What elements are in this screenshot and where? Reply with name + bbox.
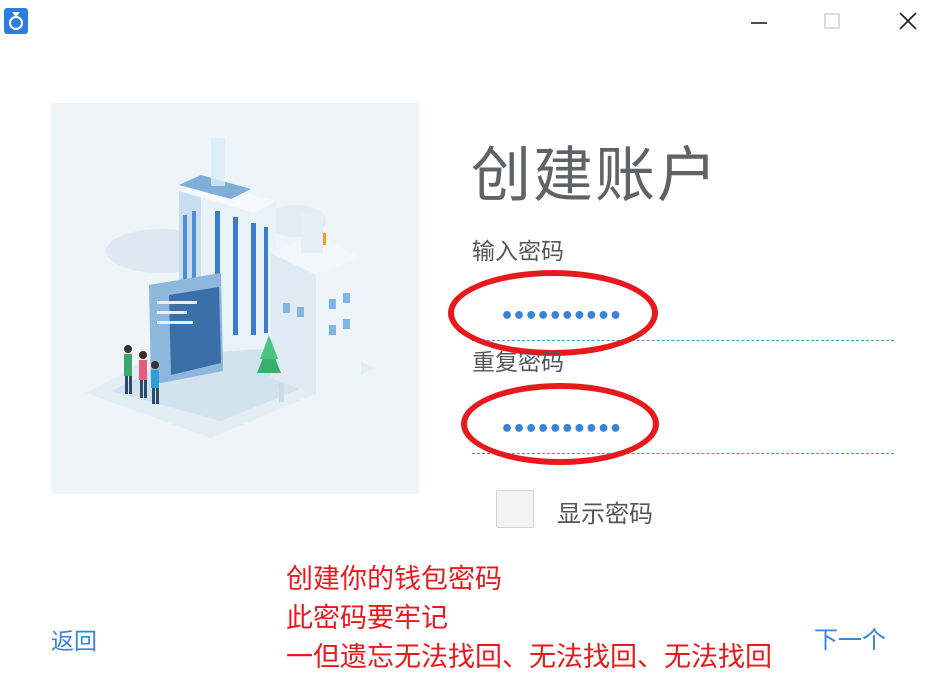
wallet-app-icon xyxy=(4,8,28,34)
minimize-icon xyxy=(751,22,767,24)
annotation-line: 此密码要牢记 xyxy=(286,603,448,634)
annotation-circle xyxy=(461,383,659,465)
annotation-note: 创建你的钱包密码 此密码要牢记 一但遗忘无法找回、无法找回、无法找回 xyxy=(286,560,772,677)
page-title: 创建账户 xyxy=(471,141,719,211)
password-label: 输入密码 xyxy=(472,239,564,265)
show-password-checkbox[interactable] xyxy=(496,490,534,528)
city-building-illustration xyxy=(51,103,419,494)
close-button[interactable] xyxy=(892,8,924,36)
next-button[interactable]: 下一个 xyxy=(814,626,886,654)
back-button[interactable]: 返回 xyxy=(51,629,97,655)
show-password-label: 显示密码 xyxy=(557,500,653,528)
repeat-password-label: 重复密码 xyxy=(472,350,564,376)
annotation-line: 创建你的钱包密码 xyxy=(286,564,502,595)
maximize-icon xyxy=(824,13,840,29)
maximize-button[interactable] xyxy=(816,8,848,36)
annotation-circle xyxy=(448,270,658,356)
close-icon xyxy=(899,12,917,30)
minimize-button[interactable] xyxy=(743,8,775,36)
annotation-line: 一但遗忘无法找回、无法找回、无法找回 xyxy=(286,642,772,673)
